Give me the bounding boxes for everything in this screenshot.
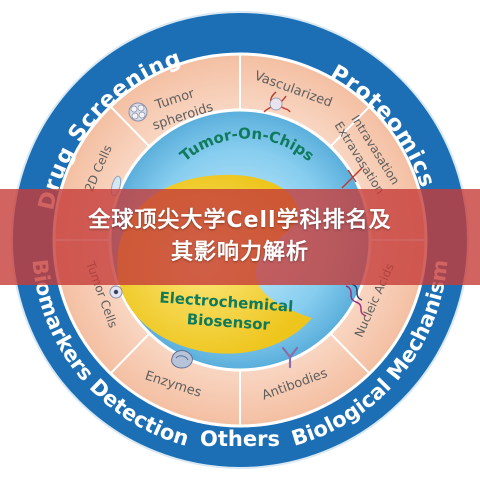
banner-title-line-2: 其影响力解析 — [170, 240, 309, 265]
enzyme-icon — [171, 350, 193, 369]
antibody-icon — [281, 346, 299, 369]
outer-label-others: Others — [200, 427, 280, 451]
title-banner: 全球顶尖大学Cell学科排名及 其影响力解析 — [0, 189, 480, 285]
blood-vessel-icon — [263, 91, 291, 113]
nucleic-acid-icon — [345, 283, 367, 317]
tumor-spheroid-icon — [128, 102, 148, 122]
tumor-cell-icon — [109, 285, 123, 299]
banner-title-line-1: 全球顶尖大学Cell学科排名及 — [88, 208, 392, 233]
cell-transit-icon — [341, 167, 363, 189]
center-label-biosensor: Biosensor — [186, 310, 271, 334]
